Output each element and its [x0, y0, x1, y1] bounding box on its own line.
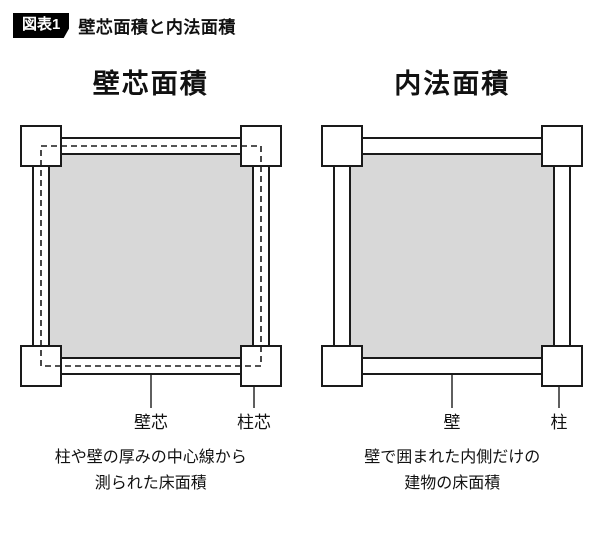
- inner-area-heading: 内法面積: [394, 69, 511, 99]
- diagram-columns: 壁芯面積 壁芯 柱芯: [13, 62, 590, 496]
- wall-center-area-heading: 壁芯面積: [92, 69, 209, 99]
- pillar-top-left: [321, 125, 364, 167]
- wall-center-area-caption: 柱や壁の厚みの中心線から 測られた床面積: [55, 445, 247, 496]
- wall-center-area-section: 壁芯面積 壁芯 柱芯: [13, 62, 289, 496]
- label-pillar-center: 柱芯: [237, 413, 271, 432]
- figure-number-badge: 図表1: [13, 13, 70, 38]
- floor-area: [350, 154, 555, 358]
- pillar-bottom-right: [541, 345, 584, 387]
- caption-line: 壁で囲まれた内側だけの: [364, 449, 541, 466]
- wall-right: [553, 165, 572, 347]
- floor-area: [48, 154, 253, 358]
- figure-title: 壁芯面積と内法面積: [78, 18, 236, 37]
- pillar-top-right: [541, 125, 584, 167]
- label-wall-center: 壁芯: [134, 413, 168, 432]
- label-pillar: 柱: [551, 413, 568, 432]
- figure-header: 図表1 壁芯面積と内法面積: [13, 13, 590, 38]
- inner-area-section: 内法面積 壁 柱: [315, 62, 591, 496]
- wall-bottom: [361, 357, 544, 375]
- pillar-bottom-left: [321, 345, 364, 387]
- wall-center-dashed-line: [39, 145, 262, 367]
- wall-left: [333, 165, 352, 347]
- label-wall: 壁: [444, 413, 461, 432]
- inner-area-diagram: 壁 柱: [321, 125, 584, 432]
- wall-center-area-diagram: 壁芯 柱芯: [19, 125, 282, 432]
- inner-area-caption: 壁で囲まれた内側だけの 建物の床面積: [364, 445, 540, 496]
- caption-line: 建物の床面積: [404, 474, 501, 492]
- wall-top: [361, 137, 544, 155]
- caption-line: 柱や壁の厚みの中心線から: [54, 449, 247, 466]
- caption-line: 測られた床面積: [94, 474, 207, 492]
